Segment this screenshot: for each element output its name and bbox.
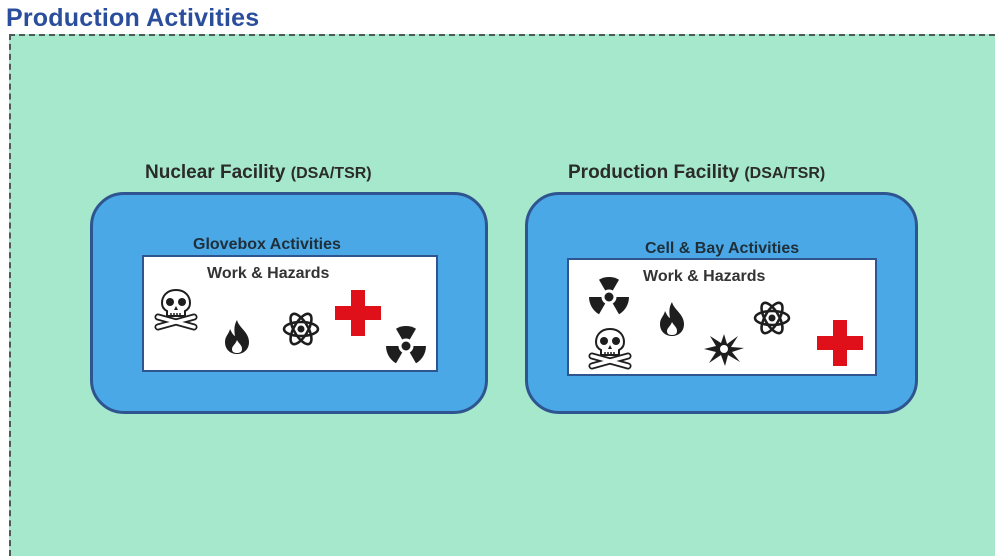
facility-heading-production: Production Facility (DSA/TSR) <box>568 162 825 184</box>
activity-label-glovebox: Glovebox Activities <box>193 236 341 253</box>
skull-crossbones-icon <box>152 287 200 331</box>
radiation-icon <box>588 276 630 318</box>
atom-icon <box>752 298 792 338</box>
facility-suffix: (DSA/TSR) <box>290 165 372 182</box>
explosion-icon <box>702 330 746 368</box>
red-cross-icon <box>333 288 383 338</box>
radiation-icon <box>385 325 427 367</box>
red-cross-icon <box>815 318 865 368</box>
activity-label-cell-bay: Cell & Bay Activities <box>645 240 800 257</box>
work-hazards-label: Work & Hazards <box>207 265 330 282</box>
flame-icon <box>219 318 255 356</box>
facility-name: Production Facility <box>568 162 740 183</box>
facility-heading-nuclear: Nuclear Facility (DSA/TSR) <box>145 162 372 184</box>
flame-icon <box>654 300 690 338</box>
facility-name: Nuclear Facility <box>145 162 286 183</box>
page-title: Production Activities <box>6 4 260 32</box>
atom-icon <box>281 309 321 349</box>
skull-crossbones-icon <box>586 326 634 370</box>
work-hazards-label: Work & Hazards <box>643 268 766 285</box>
facility-suffix: (DSA/TSR) <box>744 165 826 182</box>
